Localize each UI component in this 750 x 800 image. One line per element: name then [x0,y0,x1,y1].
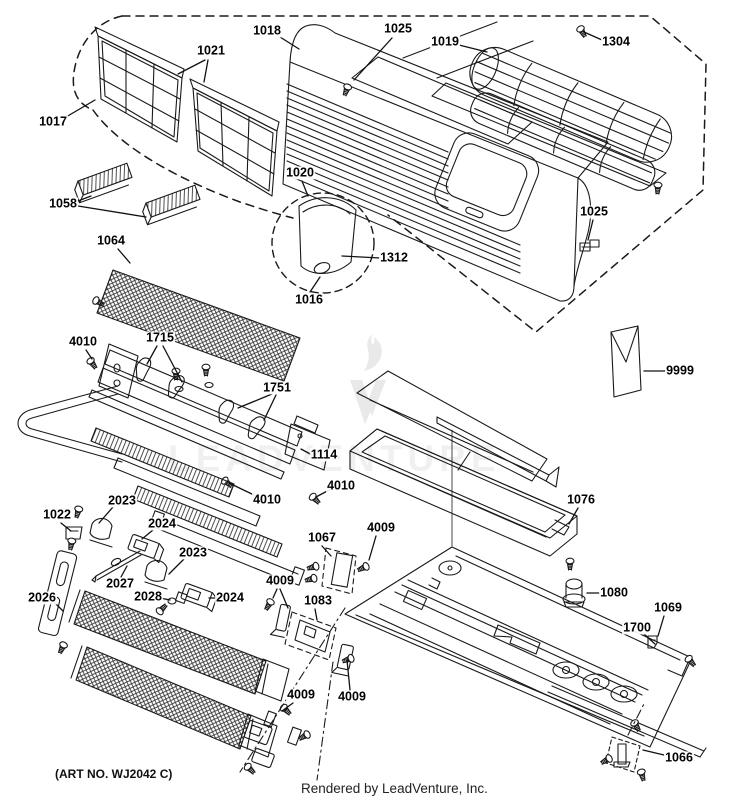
part-callout-1067: 1067 [307,530,337,545]
part-callout-1017: 1017 [38,114,68,129]
part-callout-2026: 2026 [27,590,57,605]
part-callout-4009: 4009 [265,573,295,588]
part-callout-1700: 1700 [622,620,652,635]
part-callout-1018: 1018 [252,23,282,38]
dashed-section-outline [72,15,707,333]
insulation-sheet-art [356,370,560,488]
part-callout-1058: 1058 [48,196,78,211]
part-callout-2024: 2024 [215,590,245,605]
render-credit-text: Rendered by LeadVenture, Inc. [301,781,488,796]
part-callout-1715: 1715 [145,330,175,345]
vent-pieces-art [74,162,201,226]
blower-wheel-art [431,23,673,252]
part-callout-1022: 1022 [42,507,72,522]
part-callout-1016: 1016 [294,292,324,307]
mesh-grille-art [90,269,301,382]
part-callout-4010: 4010 [252,492,282,507]
flame-watermark-icon [350,334,386,424]
part-callout-4010: 4010 [326,478,356,493]
part-callout-1069: 1069 [653,600,683,615]
part-callout-1076: 1076 [566,492,596,507]
filters-art [94,26,280,197]
part-callout-9999: 9999 [665,363,695,378]
part-callout-4009: 4009 [286,687,316,702]
front-housing-art [282,21,609,302]
part-callout-1025: 1025 [579,204,609,219]
part-callout-1751: 1751 [262,380,292,395]
part-callout-1114: 1114 [309,447,339,462]
part-callout-2023: 2023 [178,545,208,560]
part-callout-1312: 1312 [379,250,409,265]
part-callout-1025: 1025 [383,21,413,36]
art-number-text: (ART NO. WJ2042 C) [55,767,173,781]
part-callout-1080: 1080 [599,585,629,600]
part-callout-2027: 2027 [105,576,135,591]
part-callout-2024: 2024 [147,516,177,531]
clip-1025-art [579,239,600,252]
base-pan-art [344,546,707,783]
part-callout-2028: 2028 [133,589,163,604]
literature-envelope-art [610,325,642,398]
part-callout-2023: 2023 [107,493,137,508]
part-callout-1064: 1064 [96,233,126,248]
drain-tray-art [349,428,578,557]
part-callout-1083: 1083 [303,593,333,608]
part-callout-4010: 4010 [68,334,98,349]
vent-door-art [271,192,375,294]
part-callout-1019: 1019 [430,34,460,49]
part-callout-1021: 1021 [196,43,226,58]
condenser-grille-art [68,589,290,758]
part-callout-1020: 1020 [285,165,315,180]
part-callout-4009: 4009 [337,689,367,704]
part-callout-1066: 1066 [664,750,694,765]
part-callout-1304: 1304 [601,34,631,49]
part-callout-4009: 4009 [366,520,396,535]
small-parts-art [239,547,371,781]
